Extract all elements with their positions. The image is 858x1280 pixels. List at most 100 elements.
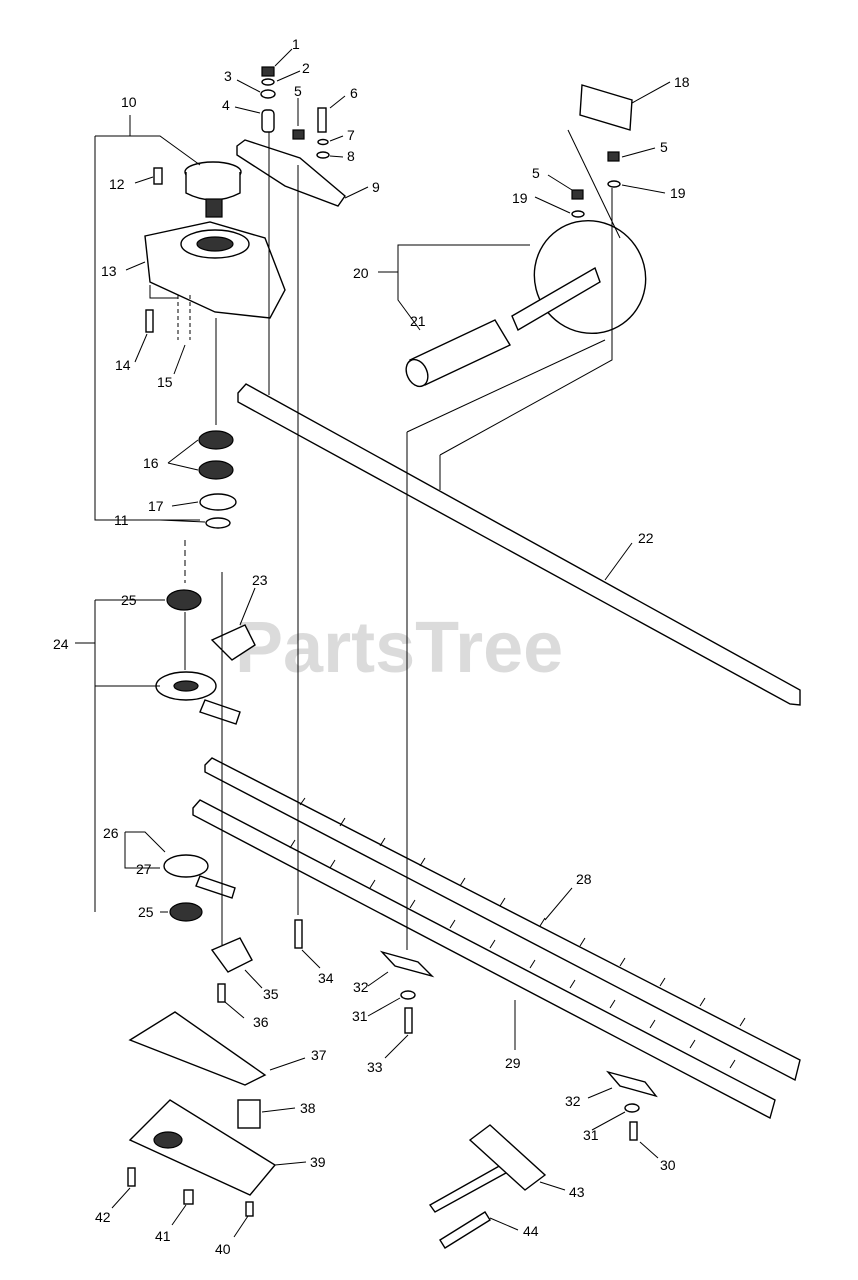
part-drawings [127, 66, 801, 1249]
bolt-36 [217, 983, 226, 1003]
bracket-9 [236, 139, 346, 207]
plate-38 [237, 1099, 261, 1129]
callout-7: 7 [347, 127, 355, 143]
callout-6: 6 [350, 85, 358, 101]
callout-32a: 32 [353, 979, 369, 995]
screw-12 [153, 167, 163, 185]
callout-4: 4 [222, 97, 230, 113]
callout-18: 18 [674, 74, 690, 90]
gear-case-13 [144, 221, 286, 319]
callout-23: 23 [252, 572, 268, 588]
callout-19a: 19 [512, 190, 528, 206]
callout-34: 34 [318, 970, 334, 986]
callout-22: 22 [638, 530, 654, 546]
callout-24: 24 [53, 636, 69, 652]
callout-3: 3 [224, 68, 232, 84]
callout-31b: 31 [583, 1127, 599, 1143]
collar-4 [261, 109, 275, 133]
nut-5c [607, 151, 620, 162]
bolt-34 [294, 919, 303, 949]
blade-28 [204, 757, 801, 1082]
handle-bar [511, 266, 601, 332]
callout-25a: 25 [121, 592, 137, 608]
callout-27: 27 [136, 861, 152, 877]
snap-ring-17 [199, 493, 237, 511]
callout-26: 26 [103, 825, 119, 841]
callout-5c: 5 [660, 139, 668, 155]
nut-1 [261, 66, 275, 77]
callout-43: 43 [569, 1184, 585, 1200]
callout-16: 16 [143, 455, 159, 471]
callout-38: 38 [300, 1100, 316, 1116]
washer-2 [261, 78, 275, 86]
gasket-37 [128, 1011, 267, 1086]
nut-5 [292, 129, 305, 140]
bolt-14 [145, 309, 154, 333]
callout-29: 29 [505, 1055, 521, 1071]
washer-19a [571, 210, 585, 218]
callout-labels: 1 2 3 4 5 6 7 8 9 10 11 12 13 14 15 16 1… [53, 36, 690, 1257]
callout-39: 39 [310, 1154, 326, 1170]
callout-35: 35 [263, 986, 279, 1002]
decal-18 [579, 84, 633, 131]
leader-lines [75, 48, 671, 1238]
callout-20: 20 [353, 265, 369, 281]
callout-5b: 5 [532, 165, 540, 181]
callout-19b: 19 [670, 185, 686, 201]
washer-3 [260, 89, 276, 99]
crank-27 [163, 854, 209, 878]
callout-41: 41 [155, 1228, 171, 1244]
bracket-35 [210, 937, 253, 973]
bearing-16a [198, 430, 234, 450]
guide-bar-22 [237, 383, 801, 706]
callout-9: 9 [372, 179, 380, 195]
screw-41 [183, 1189, 194, 1205]
screw-40 [245, 1201, 254, 1217]
callout-5: 5 [294, 83, 302, 99]
bearing-25a [166, 589, 202, 611]
bearing-16b [198, 460, 234, 480]
callout-36: 36 [253, 1014, 269, 1030]
watermark: PartsTree [235, 608, 563, 688]
callout-25b: 25 [138, 904, 154, 920]
callout-10: 10 [121, 94, 137, 110]
bolt-33 [404, 1007, 413, 1034]
plate-23 [210, 624, 256, 661]
spanner-44 [439, 1211, 491, 1249]
washer-31b [624, 1103, 640, 1113]
callout-2: 2 [302, 60, 310, 76]
washer-8 [316, 151, 330, 159]
nut-5b [571, 189, 584, 200]
callout-15: 15 [157, 374, 173, 390]
screw-42 [127, 1167, 136, 1187]
callout-12: 12 [109, 176, 125, 192]
blade-29 [192, 799, 776, 1120]
callout-37: 37 [311, 1047, 327, 1063]
callout-44: 44 [523, 1223, 539, 1239]
callout-30: 30 [660, 1157, 676, 1173]
callout-13: 13 [101, 263, 117, 279]
blade-teeth [289, 797, 746, 1069]
callout-17: 17 [148, 498, 164, 514]
callout-14: 14 [115, 357, 131, 373]
plate-32a [379, 950, 435, 978]
callout-42: 42 [95, 1209, 111, 1225]
callout-32b: 32 [565, 1093, 581, 1109]
bearing-25b [169, 902, 203, 922]
ring-11 [205, 517, 231, 529]
callout-21: 21 [410, 313, 426, 329]
assembly-lines [149, 129, 621, 950]
callout-1: 1 [292, 36, 300, 52]
plate-32b [605, 1070, 658, 1098]
callout-31a: 31 [352, 1008, 368, 1024]
callout-40: 40 [215, 1241, 231, 1257]
bolt-30 [629, 1121, 638, 1141]
callout-28: 28 [576, 871, 592, 887]
washer-19b [607, 180, 621, 188]
washer-31a [400, 990, 416, 1000]
washer-7 [317, 138, 329, 146]
callout-11: 11 [114, 512, 129, 528]
callout-8: 8 [347, 148, 355, 164]
callout-33: 33 [367, 1059, 383, 1075]
